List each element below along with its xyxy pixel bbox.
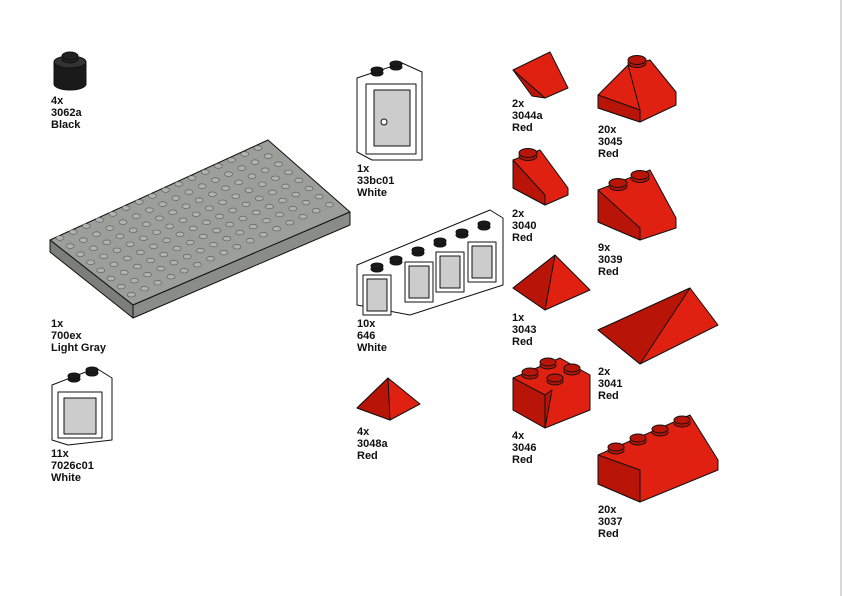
part-part: 700ex <box>51 330 82 342</box>
part-part: 3041 <box>598 378 623 390</box>
page-edge <box>840 0 842 596</box>
slope-icon <box>512 51 569 99</box>
part-part: 646 <box>357 330 376 342</box>
part-part: 3048a <box>357 438 388 450</box>
part-qty: 1x <box>357 163 370 175</box>
window-icon <box>51 366 113 446</box>
part-qty: 2x <box>512 98 525 110</box>
part-qty: 20x <box>598 124 617 136</box>
part-part: 3040 <box>512 220 537 232</box>
part-color: Red <box>512 122 533 134</box>
part-color: Red <box>357 450 378 462</box>
part-part: 33bc01 <box>357 175 395 187</box>
slope-icon <box>512 148 569 206</box>
part-qty: 4x <box>51 95 64 107</box>
part-part: 3043 <box>512 324 537 336</box>
door-icon <box>356 60 423 161</box>
part-qty: 4x <box>357 426 370 438</box>
window-frame-icon <box>356 209 504 316</box>
slope-icon <box>597 414 719 503</box>
part-part: 3045 <box>598 136 623 148</box>
part-qty: 1x <box>51 318 64 330</box>
part-color: Light Gray <box>51 342 107 354</box>
part-color: Red <box>598 390 619 402</box>
baseplate-icon <box>49 139 351 319</box>
part-color: Red <box>598 528 619 540</box>
round-brick-icon <box>53 51 87 91</box>
part-qty: 4x <box>512 430 525 442</box>
part-qty: 2x <box>598 366 611 378</box>
slope-corner-icon <box>597 55 677 123</box>
part-part: 7026c01 <box>51 460 94 472</box>
slope-ridge-icon <box>597 287 719 365</box>
part-qty: 11x <box>51 448 69 460</box>
part-color: Black <box>51 119 81 131</box>
part-part: 3046 <box>512 442 537 454</box>
part-color: White <box>51 472 81 484</box>
part-qty: 1x <box>512 312 525 324</box>
part-qty: 10x <box>357 318 376 330</box>
part-part: 3039 <box>598 254 623 266</box>
part-color: Red <box>512 454 533 466</box>
part-part: 3062a <box>51 107 82 119</box>
part-color: Red <box>598 148 619 160</box>
part-color: Red <box>598 266 619 278</box>
slope-ridge-icon <box>356 377 421 421</box>
slope-icon <box>597 169 677 241</box>
part-part: 3044a <box>512 110 543 122</box>
slope-ridge-icon <box>512 254 591 311</box>
slope-corner-icon <box>512 357 591 429</box>
part-part: 3037 <box>598 516 623 528</box>
part-qty: 9x <box>598 242 611 254</box>
part-color: Red <box>512 336 533 348</box>
part-color: Red <box>512 232 533 244</box>
part-qty: 2x <box>512 208 525 220</box>
part-qty: 20x <box>598 504 617 516</box>
part-color: White <box>357 342 387 354</box>
part-color: White <box>357 187 387 199</box>
